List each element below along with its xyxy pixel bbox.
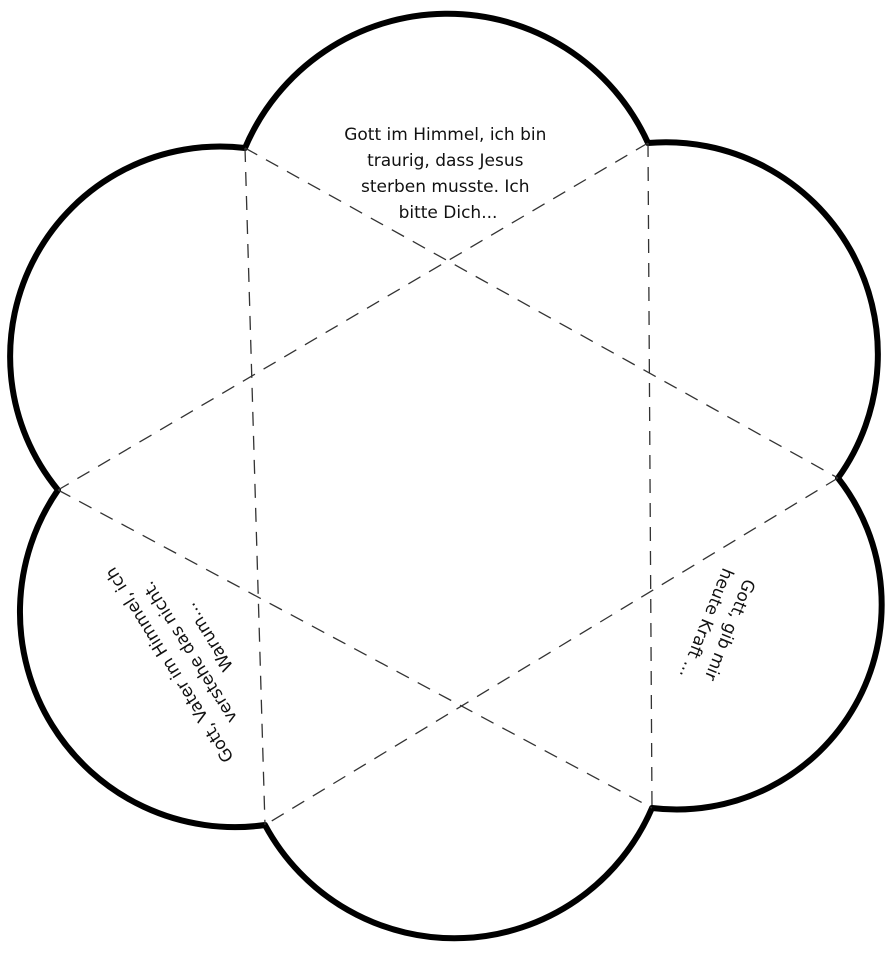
fold-line [244,147,839,479]
fold-line [647,142,653,809]
fold-line [57,142,649,491]
text-line: sterben musste. Ich [361,177,530,197]
fold-line [244,147,266,826]
top-prayer-text: Gott im Himmel, ich bin traurig, dass Je… [344,125,552,223]
fold-lines [57,142,839,826]
fold-line [57,489,653,809]
text-line: Gott im Himmel, ich bin [344,125,546,145]
text-line: traurig, dass Jesus [367,151,524,171]
fold-line [264,477,839,826]
text-line: bitte Dich... [399,203,498,223]
